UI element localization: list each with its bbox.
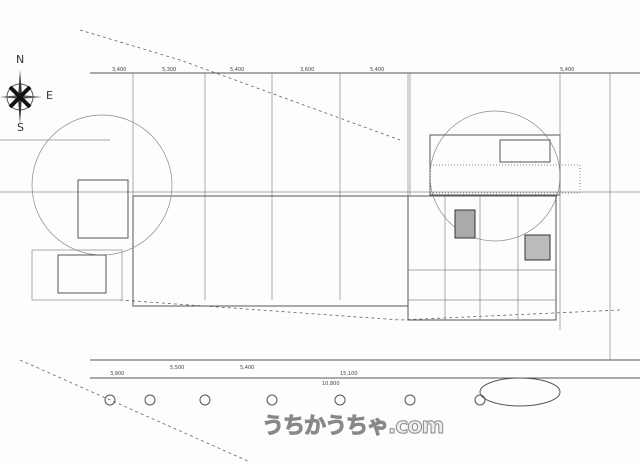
watermark: うちかうちゃ.com [261,414,444,440]
dim-label: 5,400 [370,67,384,73]
compass-north: N [16,53,24,66]
compass-south: S [17,121,24,134]
dim-label: 3,600 [300,67,314,73]
dim-label: 3,900 [110,371,124,377]
dim-label: 10,800 [322,381,340,387]
dim-label: 5,400 [230,67,244,73]
compass-east: E [46,89,53,102]
dim-label: 3,400 [112,67,126,73]
dim-label: 5,500 [170,365,184,371]
dim-label: 5,400 [560,67,574,73]
dim-label: 5,300 [162,67,176,73]
dim-label: 5,400 [240,365,254,371]
dim-label: 15,100 [340,371,358,377]
compass-icon: N E S [0,53,53,134]
